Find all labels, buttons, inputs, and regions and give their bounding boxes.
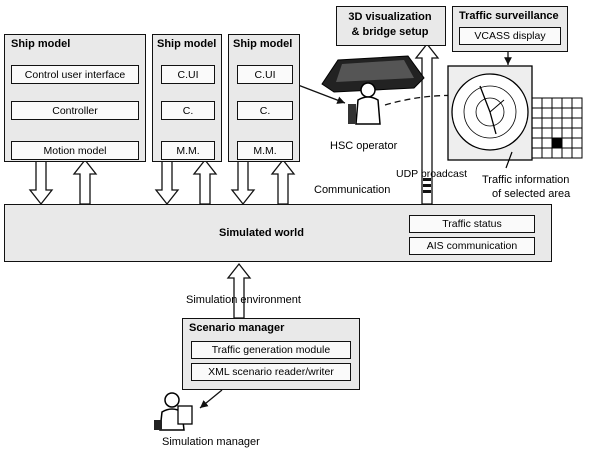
traffic-status-block: Traffic status — [409, 215, 535, 233]
communication-label: Communication — [314, 184, 391, 196]
simulated-world-box: Simulated world Traffic status AIS commu… — [4, 204, 552, 262]
controller-block: C. — [161, 101, 215, 120]
ship-model-1: Ship model Control user interface Contro… — [4, 34, 146, 162]
bridge-setup-illustration — [321, 55, 425, 125]
scenario-manager-title: Scenario manager — [189, 322, 285, 334]
ship-model-title: Ship model — [157, 38, 217, 50]
simulation-manager-label: Simulation manager — [162, 436, 260, 448]
controller-block: Controller — [11, 101, 139, 120]
control-ui-block: C.UI — [237, 65, 293, 84]
traffic-info-line2: of selected area — [492, 188, 571, 200]
ais-communication-block: AIS communication — [409, 237, 535, 255]
simulated-world-title: Simulated world — [219, 227, 304, 239]
scenario-manager-box: Scenario manager Traffic generation modu… — [182, 318, 360, 390]
viz-title-line1: 3D visualization — [348, 11, 432, 23]
controller-block: C. — [237, 101, 293, 120]
radar-display-illustration — [447, 65, 583, 169]
traffic-surveillance-box: Traffic surveillance VCASS display — [452, 6, 568, 52]
simulation-environment-label: Simulation environment — [186, 294, 301, 306]
ship-model-title: Ship model — [233, 38, 293, 50]
viz-title-line2: & bridge setup — [351, 26, 429, 38]
ship-model-2: Ship model C.UI C. M.M. — [152, 34, 222, 162]
hsc-operator-label: HSC operator — [330, 140, 398, 152]
motion-model-block: M.M. — [161, 141, 215, 160]
control-ui-block: C.UI — [161, 65, 215, 84]
vcass-display-block: VCASS display — [459, 27, 561, 45]
visualization-box: 3D visualization & bridge setup — [336, 6, 446, 46]
traffic-info-line1: Traffic information — [482, 174, 570, 186]
control-ui-block: Control user interface — [11, 65, 139, 84]
motion-model-block: M.M. — [237, 141, 293, 160]
traffic-generation-block: Traffic generation module — [191, 341, 351, 359]
ship-model-title: Ship model — [11, 38, 71, 50]
xml-scenario-block: XML scenario reader/writer — [191, 363, 351, 381]
surveillance-title: Traffic surveillance — [459, 10, 559, 22]
motion-model-block: Motion model — [11, 141, 139, 160]
udp-broadcast-label: UDP broadcast — [396, 168, 468, 180]
ship-model-3: Ship model C.UI C. M.M. — [228, 34, 300, 162]
simulation-manager-figure — [154, 392, 193, 431]
